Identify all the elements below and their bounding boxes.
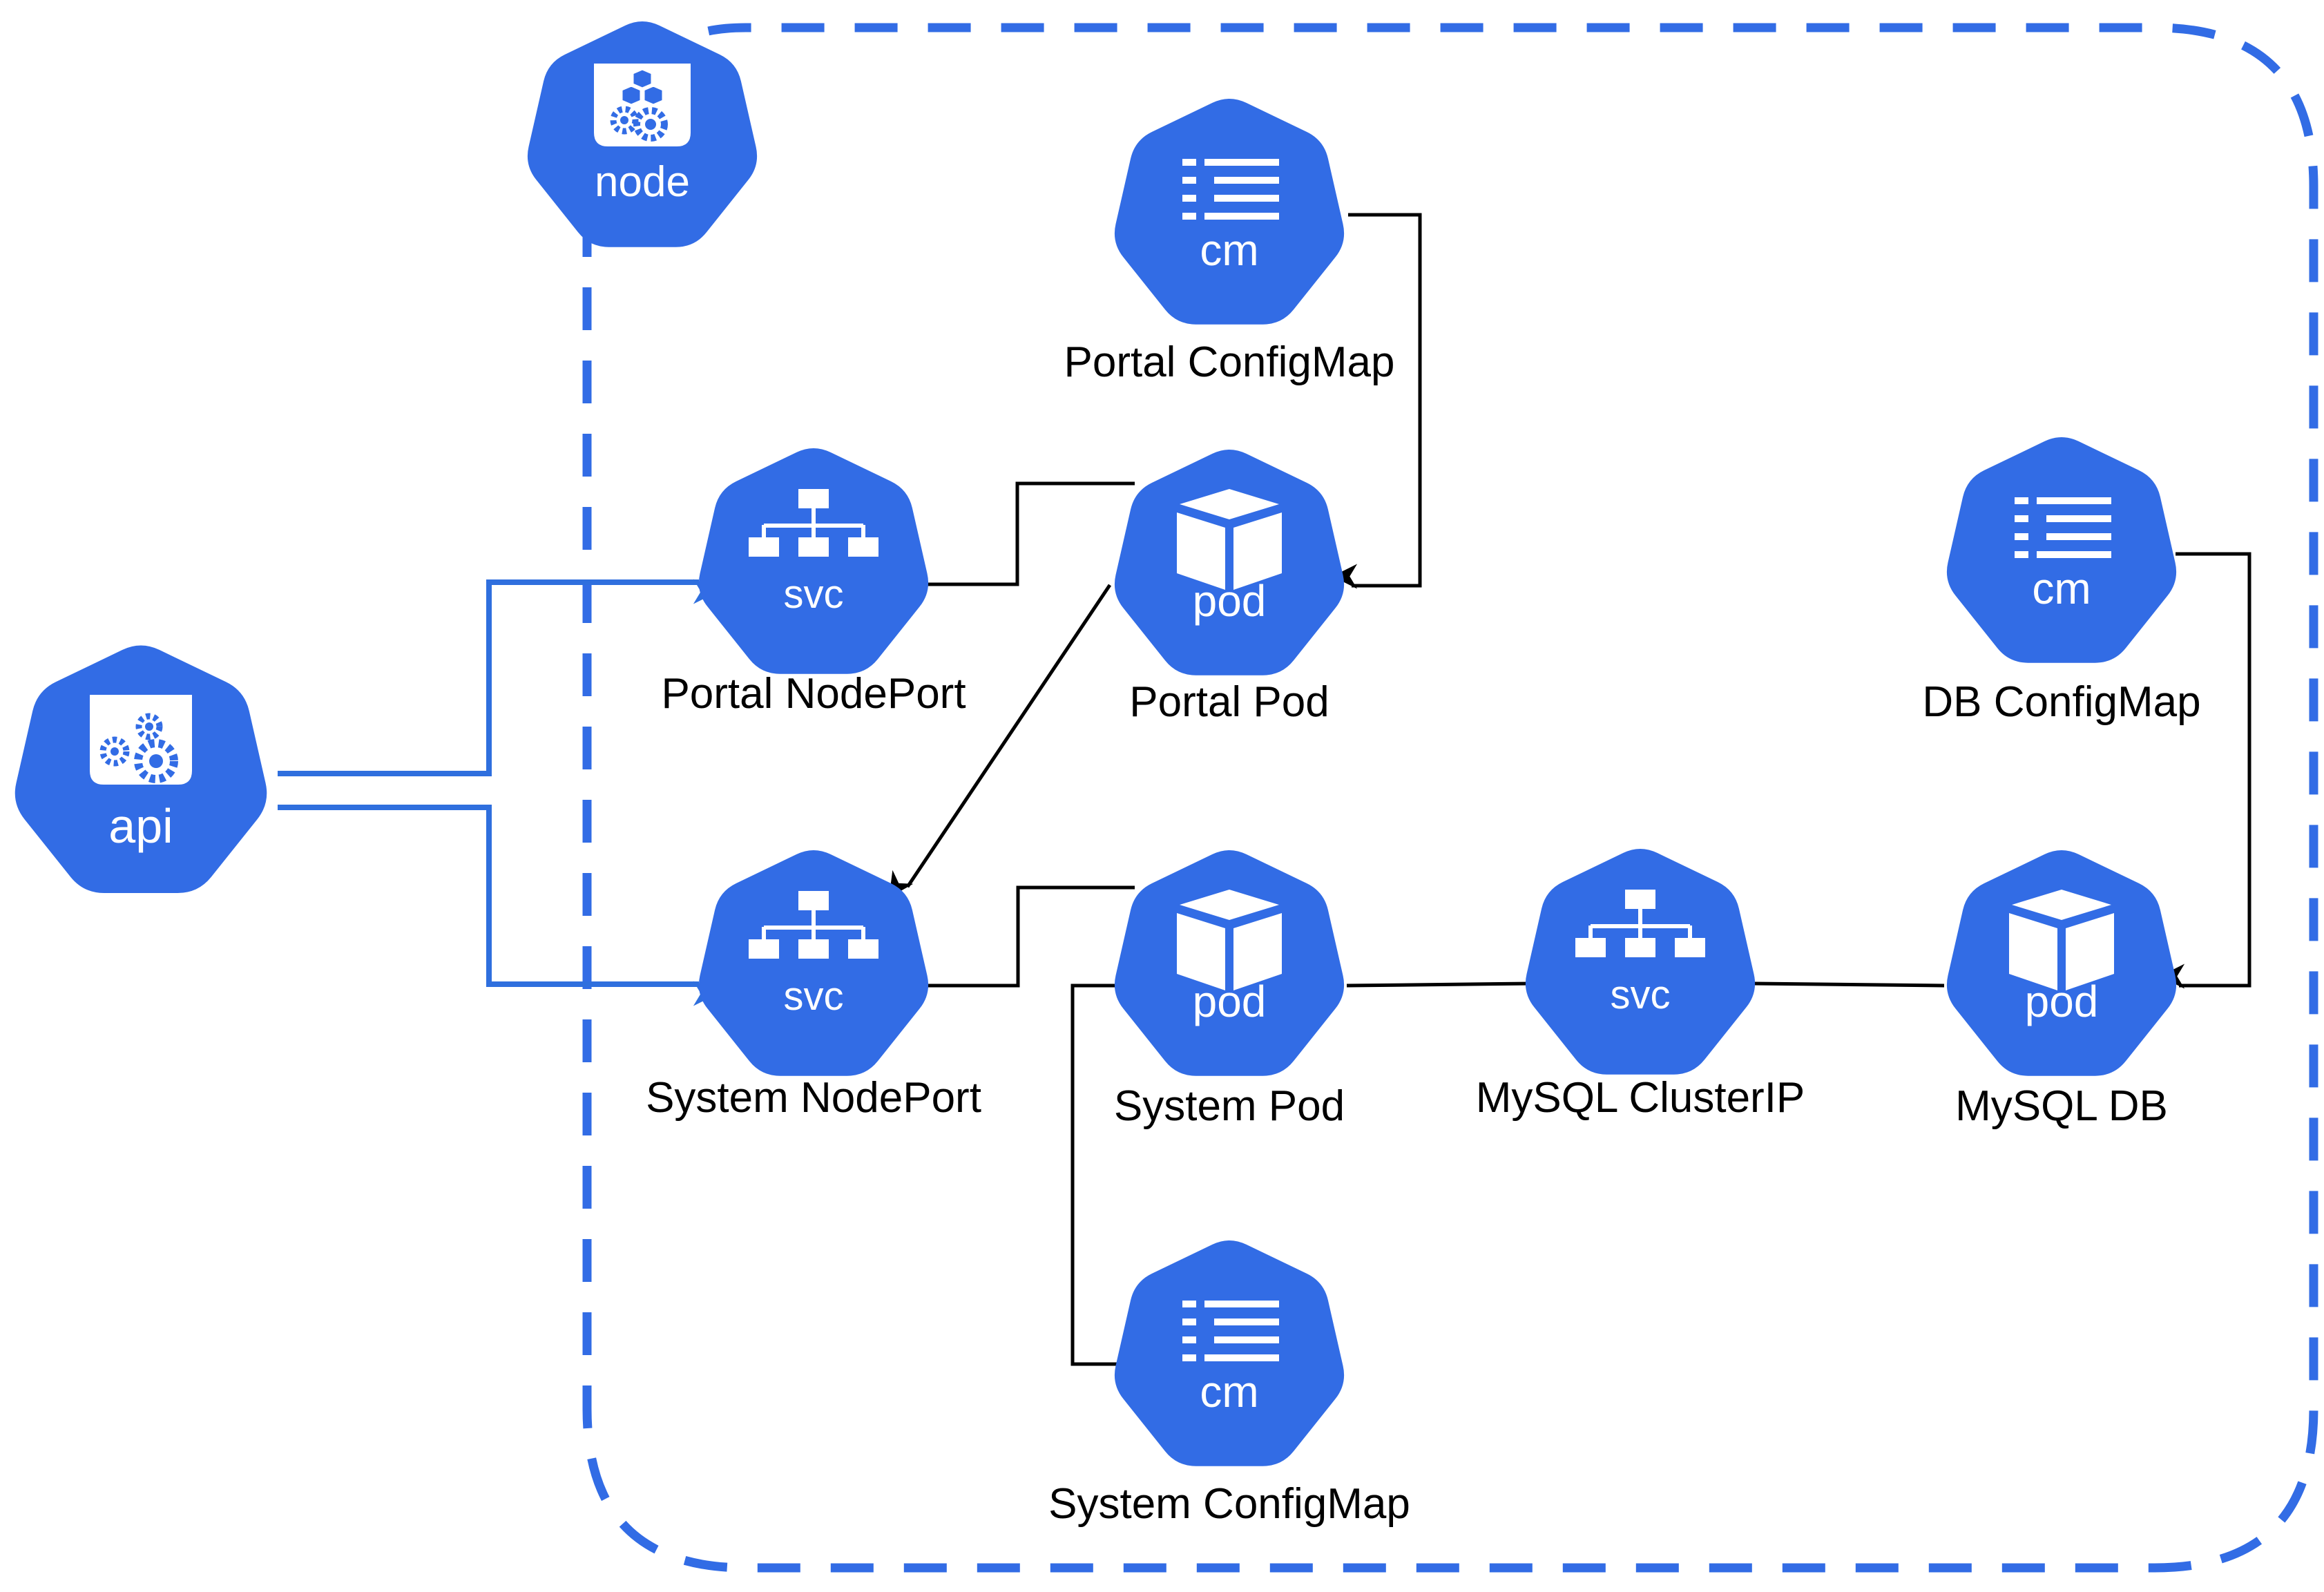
pod-heptagon-icon bbox=[1114, 850, 1345, 1076]
service-tree-icon bbox=[749, 489, 878, 557]
portal-nodeport-label: Portal NodePort bbox=[661, 670, 966, 718]
service-tree-icon bbox=[749, 891, 878, 959]
node-db-configmap[interactable]: cm bbox=[1946, 437, 2177, 663]
cm-heptagon-icon bbox=[1114, 98, 1345, 325]
pod-heptagon-icon bbox=[1114, 449, 1345, 675]
svc-heptagon-icon bbox=[698, 850, 929, 1076]
edge-portal-nodeport-portal-pod bbox=[925, 481, 1135, 586]
pod-heptagon-icon bbox=[1946, 850, 2177, 1076]
pod-icon-label: pod bbox=[2025, 977, 2099, 1026]
node-mysql-db[interactable]: pod bbox=[1946, 850, 2177, 1076]
configmap-icon bbox=[2015, 497, 2111, 558]
edge-api-system-nodeport bbox=[278, 805, 718, 1006]
node-badge: node bbox=[527, 21, 758, 247]
mysql-clusterip-label: MySQL ClusterIP bbox=[1476, 1074, 1805, 1122]
edge-db-configmap-mysql-db bbox=[2160, 552, 2251, 989]
pod-cube-icon bbox=[1177, 890, 1282, 990]
service-tree-icon bbox=[1575, 890, 1705, 957]
edge-api-portal-nodeport bbox=[278, 579, 718, 776]
system-configmap-label: System ConfigMap bbox=[1048, 1480, 1410, 1528]
api-gears-icon bbox=[90, 695, 192, 785]
cm-icon-label: cm bbox=[1200, 225, 1258, 275]
node-portal-nodeport[interactable]: svc bbox=[698, 448, 929, 674]
pod-icon-label: pod bbox=[1193, 977, 1267, 1026]
cm-icon-label: cm bbox=[2032, 564, 2091, 613]
node-mysql-clusterip[interactable]: svc bbox=[1525, 848, 1756, 1075]
pod-icon-label: pod bbox=[1193, 576, 1267, 626]
cm-heptagon-icon bbox=[1946, 437, 2177, 663]
svc-heptagon-icon bbox=[1525, 848, 1756, 1075]
pod-cube-icon bbox=[1177, 489, 1282, 590]
mysql-db-label: MySQL DB bbox=[1955, 1082, 2168, 1130]
svc-icon-label: svc bbox=[1611, 972, 1671, 1017]
node-badge-label: node bbox=[595, 158, 690, 206]
edge-system-pod-mysql-clusterip bbox=[1346, 981, 1533, 988]
node-system-nodeport[interactable]: svc bbox=[698, 850, 929, 1076]
node-portal-configmap[interactable]: cm bbox=[1114, 98, 1345, 325]
node-system-configmap[interactable]: cm bbox=[1114, 1240, 1345, 1466]
configmap-icon bbox=[1182, 159, 1279, 220]
portal-pod-label: Portal Pod bbox=[1129, 678, 1329, 726]
edge-system-nodeport-system-pod bbox=[925, 885, 1135, 988]
node-system-pod[interactable]: pod bbox=[1114, 850, 1345, 1076]
api-icon-label: api bbox=[108, 799, 173, 853]
portal-configmap-label: Portal ConfigMap bbox=[1064, 338, 1394, 386]
edges bbox=[278, 213, 2251, 1366]
edge-system-configmap-system-pod bbox=[1070, 984, 1135, 1366]
cm-heptagon-icon bbox=[1114, 1240, 1345, 1466]
node-icon bbox=[527, 21, 758, 247]
system-pod-label: System Pod bbox=[1114, 1082, 1345, 1130]
cm-icon-label: cm bbox=[1200, 1367, 1258, 1417]
edge-portal-configmap-portal-pod bbox=[1332, 213, 1422, 589]
edge-mysql-clusterip-mysql-db bbox=[1751, 981, 1945, 988]
configmap-icon bbox=[1182, 1301, 1279, 1361]
api-node[interactable]: api bbox=[15, 645, 267, 894]
svc-heptagon-icon bbox=[698, 448, 929, 674]
node-portal-pod[interactable]: pod bbox=[1114, 449, 1345, 675]
svc-icon-label: svc bbox=[784, 974, 844, 1019]
edge-portal-pod-system-nodeport bbox=[889, 584, 1112, 898]
system-nodeport-label: System NodePort bbox=[646, 1074, 981, 1122]
svc-icon-label: svc bbox=[784, 572, 844, 617]
db-configmap-label: DB ConfigMap bbox=[1922, 678, 2200, 726]
pod-cube-icon bbox=[2009, 890, 2114, 990]
node-boundary bbox=[582, 23, 2318, 1573]
